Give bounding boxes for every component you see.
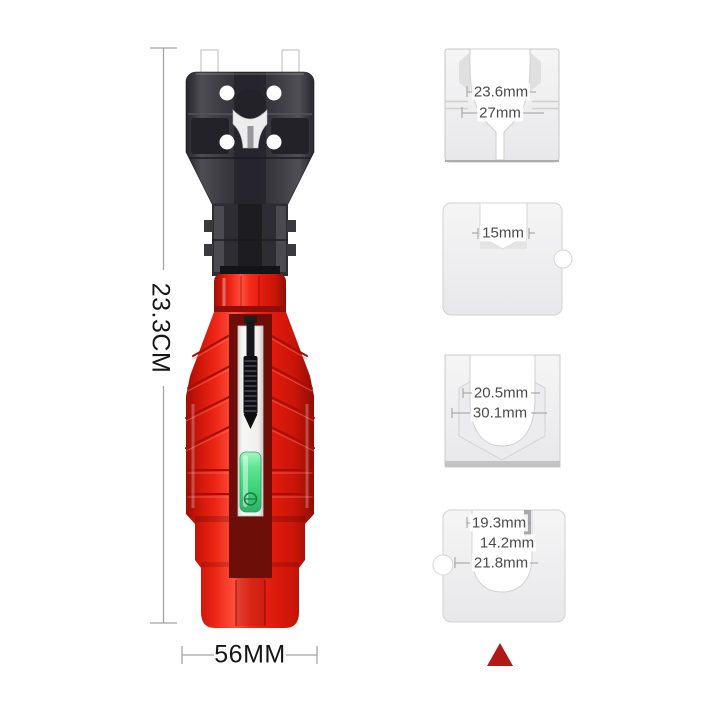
socket4-dimension-label: 21.8mm bbox=[471, 554, 531, 572]
socket4-dimension-label: 19.3mm bbox=[469, 514, 529, 532]
socket3-dimension-label: 20.5mm bbox=[471, 384, 531, 402]
socket1-dimension-label: 23.6mm bbox=[471, 83, 531, 101]
head-hole bbox=[266, 85, 282, 101]
screw-rod bbox=[243, 316, 258, 429]
spirit-level bbox=[239, 451, 262, 513]
leader-lines bbox=[472, 228, 535, 239]
tool-neck bbox=[204, 204, 296, 278]
tool-slot bbox=[229, 314, 272, 578]
width-dimension-line bbox=[181, 646, 318, 664]
width-dimension-label: 56MM bbox=[214, 640, 286, 669]
head-hole bbox=[219, 85, 235, 101]
head-bore bbox=[235, 89, 265, 119]
tool-prongs bbox=[200, 49, 300, 77]
leader-lines bbox=[451, 388, 547, 418]
socket1-dimension-label: 27mm bbox=[477, 104, 523, 122]
socket2-dimension-label: 15mm bbox=[480, 224, 526, 242]
socket-diagram-2 bbox=[442, 202, 573, 316]
wrench-tool-illustration bbox=[150, 47, 318, 664]
tool-head bbox=[185, 71, 315, 205]
body-ribs bbox=[185, 335, 315, 495]
height-dimension-label: 23.3CM bbox=[146, 282, 175, 374]
head-hole bbox=[266, 134, 282, 150]
socket3-dimension-label: 30.1mm bbox=[470, 404, 530, 422]
socket4-dimension-label: 14.2mm bbox=[477, 534, 537, 552]
red-triangle-marker-icon bbox=[487, 643, 513, 666]
head-hole bbox=[219, 134, 235, 150]
height-dimension-line bbox=[150, 47, 177, 624]
